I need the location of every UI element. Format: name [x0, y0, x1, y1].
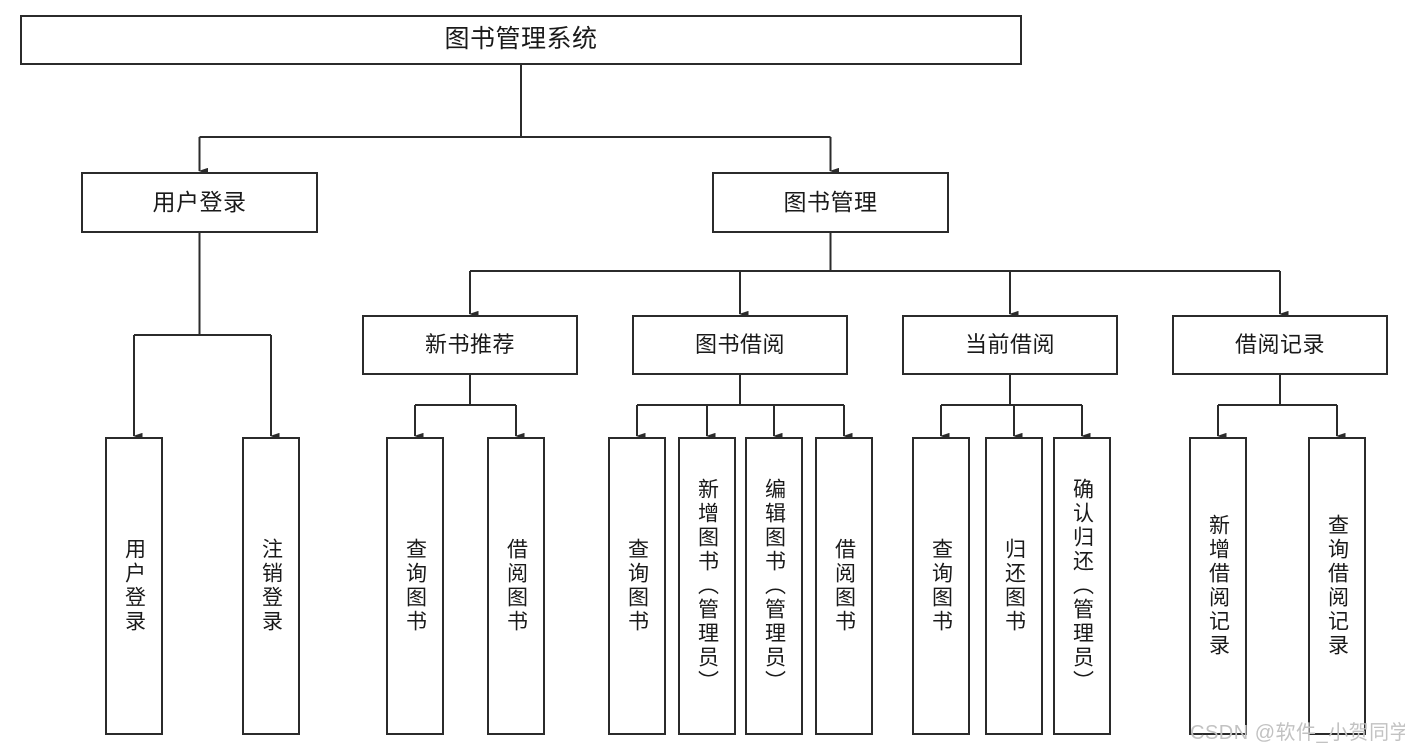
node-login[interactable]: 用户登录 — [81, 172, 318, 233]
node-label-borrow: 图书借阅 — [694, 332, 785, 358]
node-leaf4[interactable]: 借阅图书 — [487, 437, 545, 735]
node-label-leaf4: 借阅图书 — [504, 538, 528, 634]
node-label-leaf11: 确认归还（管理员） — [1070, 478, 1094, 694]
node-label-leaf3: 查询图书 — [403, 538, 427, 634]
node-records[interactable]: 借阅记录 — [1172, 315, 1388, 375]
node-label-leaf9: 查询图书 — [929, 538, 953, 634]
node-label-leaf2: 注销登录 — [259, 538, 283, 634]
node-leaf1[interactable]: 用户登录 — [105, 437, 163, 735]
node-leaf3[interactable]: 查询图书 — [386, 437, 444, 735]
node-label-leaf6: 新增图书（管理员） — [695, 478, 719, 694]
node-newbook[interactable]: 新书推荐 — [362, 315, 578, 375]
node-leaf2[interactable]: 注销登录 — [242, 437, 300, 735]
node-leaf5[interactable]: 查询图书 — [608, 437, 666, 735]
node-label-leaf5: 查询图书 — [625, 538, 649, 634]
node-label-records: 借阅记录 — [1234, 332, 1325, 358]
node-leaf11[interactable]: 确认归还（管理员） — [1053, 437, 1111, 735]
node-leaf8[interactable]: 借阅图书 — [815, 437, 873, 735]
node-label-leaf1: 用户登录 — [122, 538, 146, 634]
node-label-leaf8: 借阅图书 — [832, 538, 856, 634]
node-leaf12[interactable]: 新增借阅记录 — [1189, 437, 1247, 735]
node-leaf6[interactable]: 新增图书（管理员） — [678, 437, 736, 735]
node-label-root: 图书管理系统 — [444, 25, 598, 54]
node-label-leaf7: 编辑图书（管理员） — [762, 478, 786, 694]
node-leaf9[interactable]: 查询图书 — [912, 437, 970, 735]
node-borrow[interactable]: 图书借阅 — [632, 315, 848, 375]
node-bookmgmt[interactable]: 图书管理 — [712, 172, 949, 233]
node-label-newbook: 新书推荐 — [424, 332, 515, 358]
node-leaf7[interactable]: 编辑图书（管理员） — [745, 437, 803, 735]
node-current[interactable]: 当前借阅 — [902, 315, 1118, 375]
node-leaf13[interactable]: 查询借阅记录 — [1308, 437, 1366, 735]
node-label-current: 当前借阅 — [964, 332, 1055, 358]
node-label-leaf13: 查询借阅记录 — [1325, 514, 1349, 658]
node-root[interactable]: 图书管理系统 — [20, 15, 1022, 65]
node-leaf10[interactable]: 归还图书 — [985, 437, 1043, 735]
node-label-bookmgmt: 图书管理 — [783, 188, 878, 215]
node-label-leaf12: 新增借阅记录 — [1206, 514, 1230, 658]
node-label-leaf10: 归还图书 — [1002, 538, 1026, 634]
node-label-login: 用户登录 — [152, 188, 247, 215]
